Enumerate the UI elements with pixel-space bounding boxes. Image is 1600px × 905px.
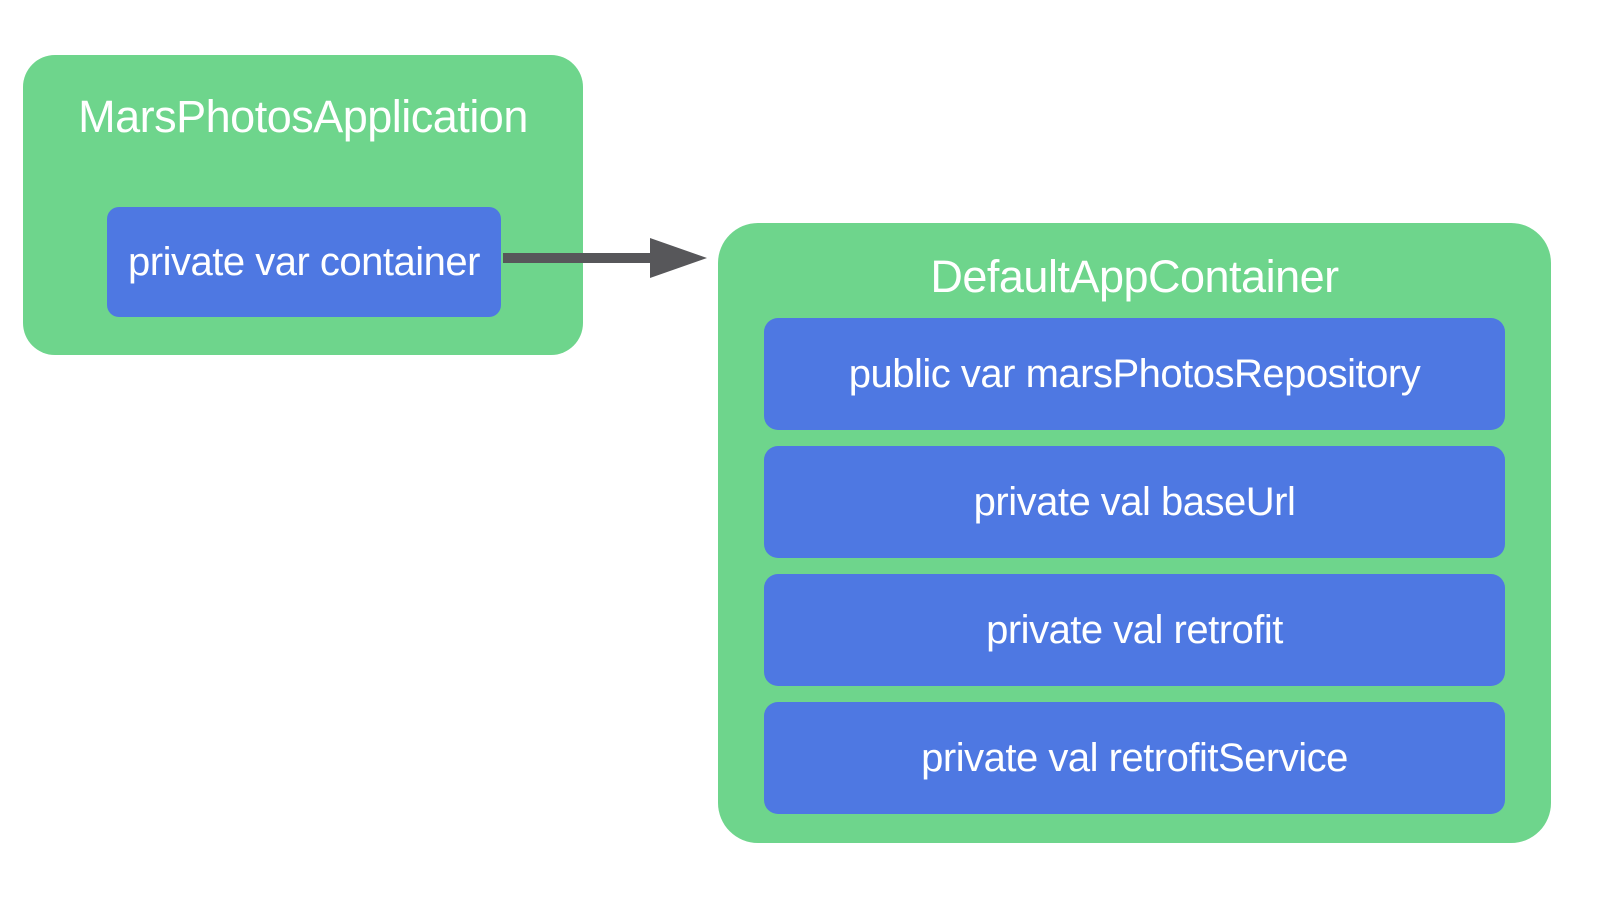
arrow-head	[650, 238, 707, 278]
default-app-container-box: DefaultAppContainer public var marsPhoto…	[718, 223, 1551, 843]
mars-photos-application-box: MarsPhotosApplication private var contai…	[23, 55, 583, 355]
property-row-base-url: private val baseUrl	[764, 446, 1505, 558]
property-row-mars-photos-repository: public var marsPhotosRepository	[764, 318, 1505, 430]
default-app-container-title: DefaultAppContainer	[930, 250, 1339, 302]
property-row-retrofit-service: private val retrofitService	[764, 702, 1505, 814]
property-row-retrofit: private val retrofit	[764, 574, 1505, 686]
container-property-chip: private var container	[107, 207, 501, 317]
property-rows: public var marsPhotosRepository private …	[764, 318, 1505, 814]
mars-photos-application-title: MarsPhotosApplication	[78, 91, 528, 142]
right-arrow-icon	[503, 238, 707, 278]
